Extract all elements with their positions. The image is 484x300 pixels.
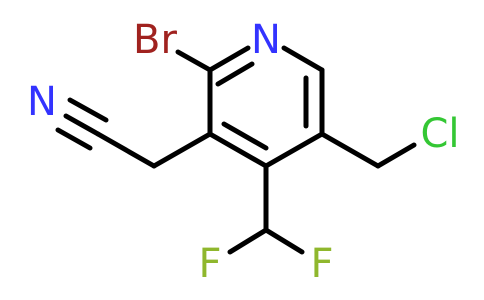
bond-cn-triple-3 xyxy=(55,127,93,151)
bond-c2-n1 xyxy=(207,45,251,73)
atom-n-nitrile-label: N xyxy=(27,79,57,125)
bond-cn-triple-1 xyxy=(63,113,101,137)
bond-c3-ch2 xyxy=(151,131,213,169)
atom-labels: Br N N Cl F F xyxy=(27,17,459,287)
bond-chf2-f-right xyxy=(263,227,305,255)
atom-br-label: Br xyxy=(133,17,177,63)
bond-c2-br xyxy=(175,49,213,73)
bond-c5-ch2cl xyxy=(319,131,381,169)
bond-c2-n1-second xyxy=(215,61,255,87)
atom-f-left-label: F xyxy=(198,241,221,287)
atom-cl-label: Cl xyxy=(420,111,459,157)
bond-c5-c4 xyxy=(263,131,325,169)
bond-c4-c3-second xyxy=(221,121,269,151)
bond-ch2-cn xyxy=(95,131,157,169)
bonds xyxy=(55,45,417,255)
bond-ch2-cl xyxy=(375,142,417,169)
bond-cn-triple-2 xyxy=(67,97,109,123)
bond-c4-c3 xyxy=(207,131,269,169)
bond-n1-c6 xyxy=(281,45,325,73)
bond-chf2-f-left xyxy=(227,227,269,255)
atom-n-ring-label: N xyxy=(251,17,281,63)
atom-f-right-label: F xyxy=(310,241,333,287)
